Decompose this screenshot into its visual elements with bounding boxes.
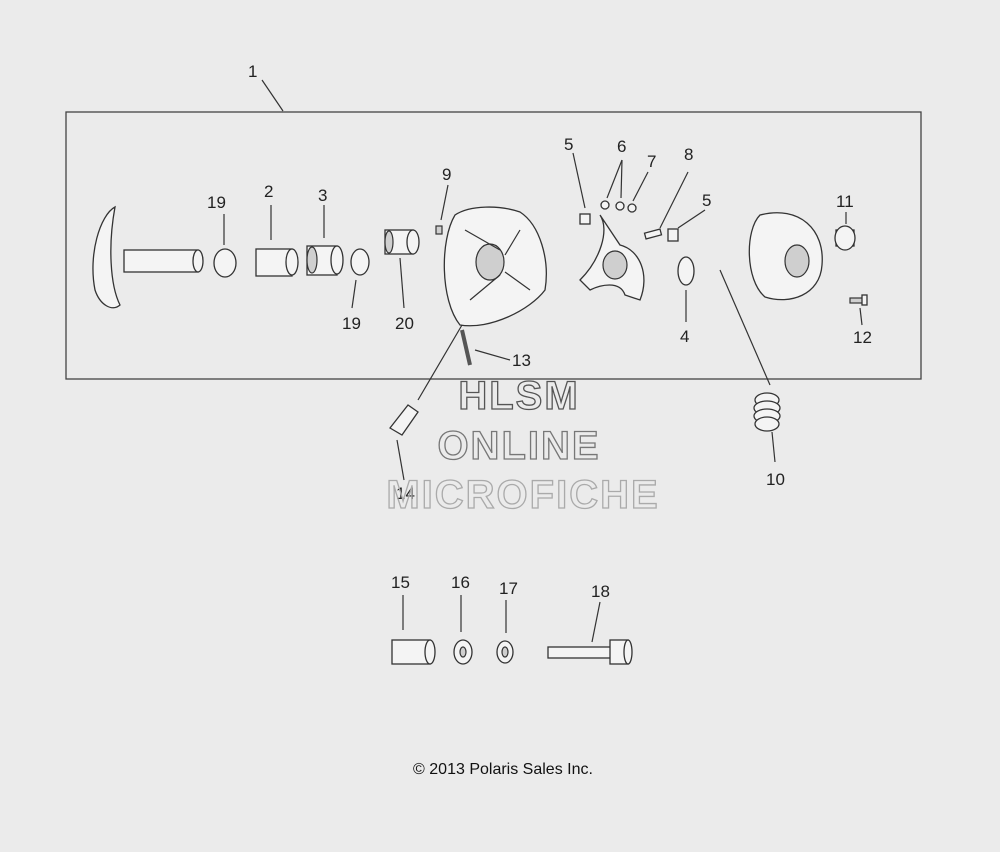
callout-12: 12 xyxy=(853,328,872,347)
button-5-left xyxy=(579,213,591,225)
callout-19-left: 19 xyxy=(207,193,226,212)
pin-8 xyxy=(643,228,663,240)
callout-19-right: 19 xyxy=(342,314,361,333)
bushing-2 xyxy=(255,248,299,277)
washer-16 xyxy=(453,639,473,665)
callout-8: 8 xyxy=(684,145,693,164)
callout-10: 10 xyxy=(766,470,785,489)
washer-6b xyxy=(615,201,625,211)
bushing-3 xyxy=(306,245,344,276)
callout-18: 18 xyxy=(591,582,610,601)
watermark-line-1: HLSM xyxy=(458,374,579,418)
callout-17: 17 xyxy=(499,579,518,598)
washer-6a xyxy=(600,200,610,210)
ring-19-right xyxy=(350,248,370,276)
callout-16: 16 xyxy=(451,573,470,592)
callout-13: 13 xyxy=(512,351,531,370)
callout-15: 15 xyxy=(391,573,410,592)
watermark-line-2: ONLINE xyxy=(437,424,600,468)
callout-9: 9 xyxy=(442,165,451,184)
watermark-line-3: MICROFICHE xyxy=(386,473,659,517)
assembly-box xyxy=(65,111,922,380)
pin-9 xyxy=(435,225,443,235)
copyright-notice: © 2013 Polaris Sales Inc. xyxy=(413,761,593,778)
bushing-20 xyxy=(384,229,420,255)
sheave-with-shaft xyxy=(92,205,204,309)
callout-7: 7 xyxy=(647,152,656,171)
spring-10 xyxy=(753,392,781,432)
callout-2: 2 xyxy=(264,182,273,201)
callout-20: 20 xyxy=(395,314,414,333)
ring-19-left xyxy=(213,248,237,278)
screw-12 xyxy=(849,294,868,306)
spider xyxy=(579,214,645,301)
weight-14 xyxy=(389,404,419,436)
spacer-15 xyxy=(391,639,436,665)
callout-4: 4 xyxy=(680,327,689,346)
cover xyxy=(748,212,823,301)
callout-11: 11 xyxy=(836,192,854,211)
callout-1: 1 xyxy=(248,62,257,81)
callout-5-left: 5 xyxy=(564,135,573,154)
callout-14: 14 xyxy=(396,484,415,503)
washer-7 xyxy=(627,203,637,213)
callout-5-right: 5 xyxy=(702,191,711,210)
seal-4 xyxy=(677,256,695,286)
callout-3: 3 xyxy=(318,186,327,205)
button-5-right xyxy=(667,228,679,242)
callout-6: 6 xyxy=(617,137,626,156)
washer-17 xyxy=(496,640,514,664)
bushing-11 xyxy=(834,225,856,251)
movable-sheave xyxy=(443,206,547,327)
bolt-18 xyxy=(547,639,633,665)
